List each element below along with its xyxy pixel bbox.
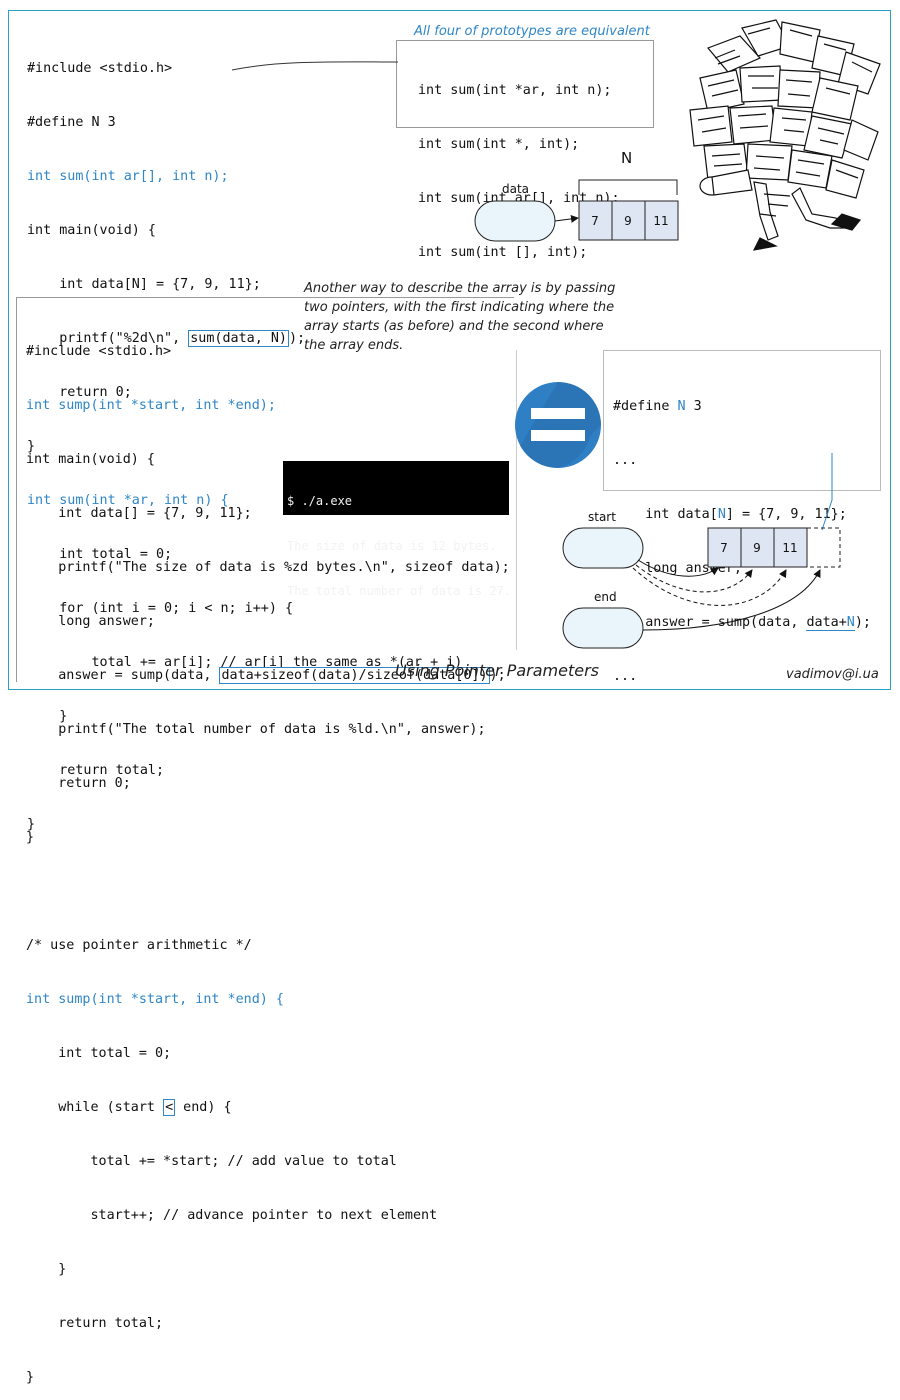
- terminal-line: The size of data is 12 bytes.: [287, 539, 497, 553]
- code-line-definition: int sum(int *ar, int n) {: [27, 493, 229, 508]
- code-macro: N: [717, 507, 726, 522]
- code-line: }: [26, 1262, 67, 1277]
- code-line: total += ar[i]; // ar[i] the same as *(a…: [27, 655, 463, 670]
- code-line: printf("The total number of data is %ld.…: [26, 722, 486, 737]
- code-line: int data[N] = {7, 9, 11};: [27, 277, 261, 292]
- code-line: long answer;: [26, 614, 155, 629]
- prototype-line: int sum(int [], int);: [418, 245, 588, 260]
- code-text: while (start: [26, 1100, 164, 1115]
- right-code-panel: [603, 350, 881, 491]
- prototype-line: int sum(int *, int);: [418, 137, 580, 152]
- code-line: return 0;: [26, 776, 131, 791]
- explanation-line: Another way to describe the array is by …: [304, 281, 616, 296]
- prototype-line: int sum(int *ar, int n);: [418, 83, 612, 98]
- code-line: ...: [613, 453, 638, 468]
- code-line: start++; // advance pointer to next elem…: [26, 1208, 438, 1223]
- code-line: #include <stdio.h>: [27, 61, 173, 76]
- code-macro: N: [677, 399, 686, 414]
- sum-call-highlight: sum(data, N): [188, 330, 289, 347]
- prototypes-code: int sum(int *ar, int n); int sum(int *, …: [418, 46, 620, 280]
- code-line: int main(void) {: [27, 223, 156, 238]
- code-line: long answer;: [613, 561, 742, 576]
- right-code: #define N 3 ... int data[N] = {7, 9, 11}…: [613, 362, 871, 704]
- code-line: }: [27, 439, 36, 454]
- code-line: #include <stdio.h>: [26, 344, 172, 359]
- code-line: answer = sump(data, data+N);: [613, 614, 871, 632]
- code-line: return 0;: [27, 385, 132, 400]
- prototype-line: int sum(int ar[], int n);: [418, 191, 620, 206]
- code-line: #define N 3: [613, 398, 871, 416]
- prototypes-title: All four of prototypes are equivalent: [408, 24, 656, 39]
- page-frame: [8, 10, 891, 690]
- terminal-line: $ ./a.exe: [287, 494, 353, 508]
- code-line: /* use pointer arithmetic */: [26, 938, 252, 953]
- code-line: }: [26, 1370, 35, 1385]
- explanation-line: two pointers, with the first indicating …: [304, 300, 615, 315]
- explanation-line: array starts (as before) and the second …: [304, 319, 604, 334]
- code-top: #include <stdio.h> #define N 3 int sum(i…: [27, 24, 462, 852]
- code-text: int data[: [613, 507, 718, 522]
- code-text: end) {: [175, 1100, 232, 1115]
- code-line: int total = 0;: [27, 547, 173, 562]
- code-line: return total;: [26, 1316, 164, 1331]
- code-line: int total = 0;: [26, 1046, 172, 1061]
- code-line-prototype: int sum(int ar[], int n);: [27, 169, 229, 184]
- code-text: ] = {7, 9, 11};: [725, 507, 847, 522]
- code-text: );: [489, 668, 506, 683]
- code-line: printf("The size of data is %zd bytes.\n…: [26, 560, 510, 575]
- code-line: for (int i = 0; i < n; i++) {: [27, 601, 294, 616]
- end-pointer-expression: data+N: [806, 615, 855, 631]
- code-text: data+: [806, 615, 847, 630]
- code-line: }: [26, 830, 35, 845]
- code-text: );: [854, 615, 871, 630]
- code-line: #define N 3: [27, 115, 116, 130]
- code-macro: N: [846, 615, 855, 630]
- code-text: answer = sump(data,: [613, 615, 807, 630]
- author-email: vadimov@i.ua: [786, 667, 879, 682]
- code-line: total += *start; // add value to total: [26, 1154, 397, 1169]
- code-line: printf("%2d\n", sum(data, N));: [27, 330, 462, 348]
- code-line-prototype: int sump(int *start, int *end);: [26, 398, 276, 413]
- code-line: [26, 883, 510, 901]
- code-line: int data[] = {7, 9, 11};: [26, 506, 252, 521]
- code-text: );: [289, 331, 306, 346]
- code-text: printf("%2d\n",: [27, 331, 189, 346]
- explanation-text: Another way to describe the array is by …: [304, 279, 615, 355]
- figure-caption: Using Pointer Parameters: [395, 661, 599, 680]
- code-line: answer = sump(data, data+sizeof(data)/si…: [26, 667, 510, 685]
- code-line-definition: int sump(int *start, int *end) {: [26, 992, 284, 1007]
- code-text: answer = sump(data,: [26, 668, 220, 683]
- bottom-code-panel: [16, 297, 514, 682]
- code-text: 3: [685, 399, 702, 414]
- terminal-line: The total number of data is 27.: [287, 584, 511, 598]
- divider: [516, 350, 517, 650]
- end-expression-highlight: data+sizeof(data)/sizeof(data[0]): [219, 667, 490, 684]
- code-line: int data[N] = {7, 9, 11};: [613, 506, 871, 524]
- code-line: while (start < end) {: [26, 1099, 510, 1117]
- prototypes-box: [396, 40, 654, 128]
- less-than-highlight: <: [163, 1099, 176, 1116]
- code-line: int main(void) {: [26, 452, 155, 467]
- code-line: ...: [613, 669, 638, 684]
- code-text: #define: [613, 399, 678, 414]
- explanation-line: the array ends.: [304, 338, 404, 353]
- terminal-output: $ ./a.exe The size of data is 12 bytes. …: [283, 461, 511, 598]
